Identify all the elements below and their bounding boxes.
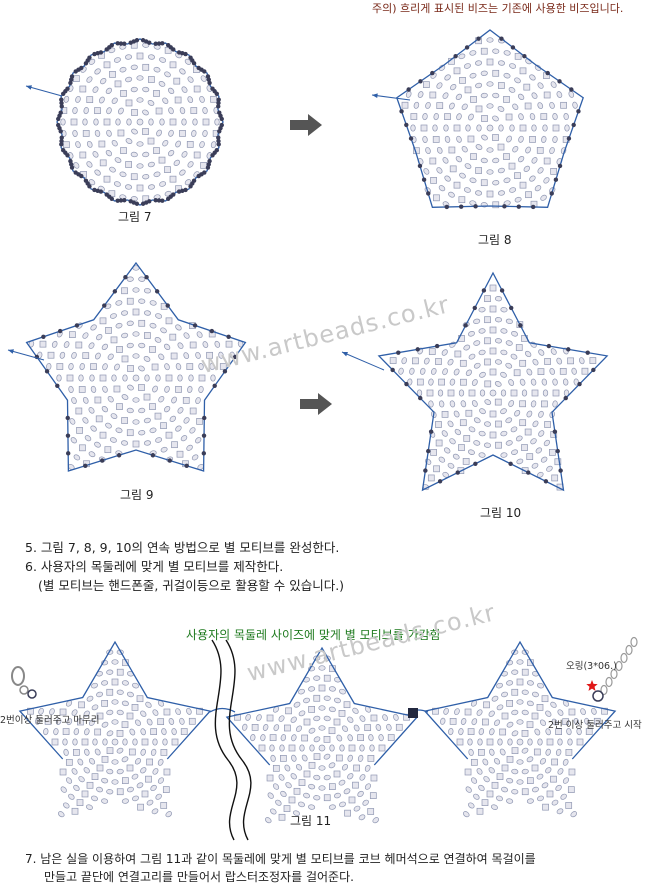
figure-10-drawing [300, 271, 609, 492]
caption-figure-9: 그림 9 [120, 488, 154, 502]
step-5-text: 5. 그림 7, 8, 9, 10의 연속 방법으로 별 모티브를 완성한다. [25, 540, 340, 555]
step-7-line-2: 만들고 끝단에 연결고리를 만들어서 랍스터조정자를 걸어준다. [44, 870, 354, 884]
step-6-note: (별 모티브는 핸드폰줄, 귀걸이등으로 활용할 수 있습니다.) [38, 578, 345, 593]
step-6-text: 6. 사용자의 목둘레에 맞게 별 모티브를 제작한다. [25, 559, 284, 574]
caption-figure-11: 그림 11 [290, 814, 332, 828]
notice-text: 주의) 흐리게 표시된 비즈는 기존에 사용한 비즈입니다. [372, 2, 624, 15]
o-ring-note: 오링(3*06.) [566, 661, 617, 672]
caption-figure-8: 그림 8 [478, 233, 512, 247]
figure-8-drawing [290, 29, 584, 210]
figure-11-drawing [11, 636, 638, 841]
figure-9-drawing [7, 261, 247, 472]
step-7-line-1: 7. 남은 실을 이용하여 그림 11과 같이 목둘레에 맞게 별 모티브를 코… [25, 852, 536, 866]
figure-7-drawing [25, 38, 224, 206]
caption-figure-7: 그림 7 [118, 210, 152, 224]
right-start-note: 2번 이상 둘러주고 시작 [548, 720, 642, 731]
caption-figure-10: 그림 10 [480, 506, 522, 520]
figure-11-subtitle: 사용자의 목둘레 사이즈에 맞게 별 모티브를 가감함 [186, 628, 441, 642]
left-finish-note: 2번이상 둘러주고 마무리 [0, 715, 100, 726]
